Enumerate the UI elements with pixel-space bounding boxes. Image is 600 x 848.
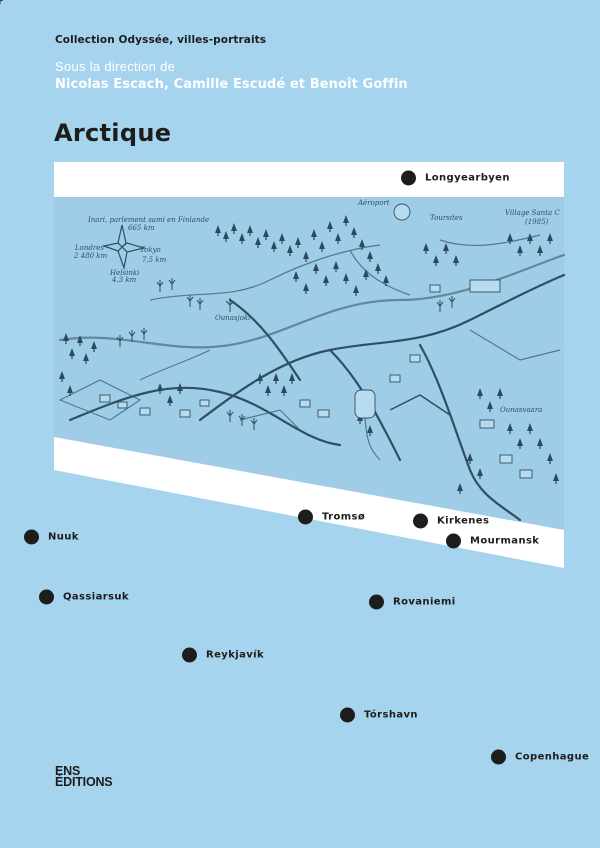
- city-marker-copenhague: Copenhague: [491, 749, 590, 765]
- dot-icon: [340, 707, 355, 723]
- city-label: Tórshavn: [364, 709, 418, 721]
- city-label: Rovaniemi: [393, 596, 456, 608]
- city-marker-qassiarsuk: Qassiarsuk: [39, 589, 129, 605]
- city-marker-reykjavik: Reykjavík: [182, 647, 265, 663]
- svg-text:7,5 km: 7,5 km: [142, 256, 167, 264]
- svg-text:Village Santa C: Village Santa C: [505, 209, 560, 217]
- city-marker-tromso: Tromsø: [298, 509, 366, 525]
- svg-text:Ounasjoki: Ounasjoki: [215, 314, 250, 322]
- direction-label: Sous la direction de: [55, 59, 176, 74]
- dot-icon: [182, 647, 197, 663]
- city-marker-nuuk: Nuuk: [24, 529, 79, 545]
- svg-text:Tokyo: Tokyo: [140, 246, 161, 254]
- svg-text:2 480 km: 2 480 km: [73, 252, 108, 260]
- city-label: Reykjavík: [206, 649, 265, 661]
- dot-icon: [24, 529, 39, 545]
- dot-icon: [446, 533, 461, 549]
- city-marker-kirkenes: Kirkenes: [413, 513, 490, 529]
- slanted-white-band: [54, 437, 564, 568]
- editors: Nicolas Escach, Camille Escudé et Benoît…: [55, 77, 408, 92]
- city-marker-torshavn: Tórshavn: [340, 707, 418, 723]
- publisher-line-2: ÉDITIONS: [55, 775, 113, 789]
- city-label: Tromsø: [322, 511, 366, 523]
- publisher-line-1: ENS: [55, 764, 81, 778]
- svg-text:Toursites: Toursites: [430, 214, 463, 222]
- map-illustration: Inari, parlement sami en Finlande 665 km…: [0, 0, 566, 522]
- svg-text:Londres: Londres: [74, 244, 104, 252]
- city-label: Nuuk: [48, 531, 79, 543]
- svg-text:4,3 km: 4,3 km: [111, 276, 137, 284]
- city-label: Longyearbyen: [425, 172, 510, 184]
- svg-text:Ounasvaara: Ounasvaara: [500, 406, 542, 414]
- svg-text:Aéroport: Aéroport: [357, 199, 390, 207]
- city-marker-rovaniemi: Rovaniemi: [369, 594, 456, 610]
- svg-text:(1985): (1985): [525, 218, 549, 226]
- city-label: Qassiarsuk: [63, 591, 129, 603]
- dot-icon: [369, 594, 384, 610]
- dot-icon: [413, 513, 428, 529]
- tree-cluster: [0, 0, 559, 494]
- dot-icon: [39, 589, 54, 605]
- series-name: Collection Odyssée, villes-portraits: [55, 34, 267, 46]
- svg-text:Inari, parlement sami en Finla: Inari, parlement sami en Finlande: [87, 216, 209, 224]
- book-title: Arctique: [54, 119, 172, 147]
- city-marker-longyearbyen: Longyearbyen: [401, 170, 510, 186]
- city-label: Mourmansk: [470, 535, 540, 547]
- city-marker-mourmansk: Mourmansk: [446, 533, 540, 549]
- dot-icon: [401, 170, 416, 186]
- city-label: Kirkenes: [437, 515, 490, 527]
- city-label: Copenhague: [515, 751, 590, 763]
- dot-icon: [491, 749, 506, 765]
- top-white-band: [54, 162, 564, 197]
- publisher-logo: ENS ÉDITIONS: [55, 764, 113, 789]
- dot-icon: [298, 509, 313, 525]
- svg-text:665 km: 665 km: [128, 224, 155, 232]
- svg-text:Helsinki: Helsinki: [109, 269, 139, 277]
